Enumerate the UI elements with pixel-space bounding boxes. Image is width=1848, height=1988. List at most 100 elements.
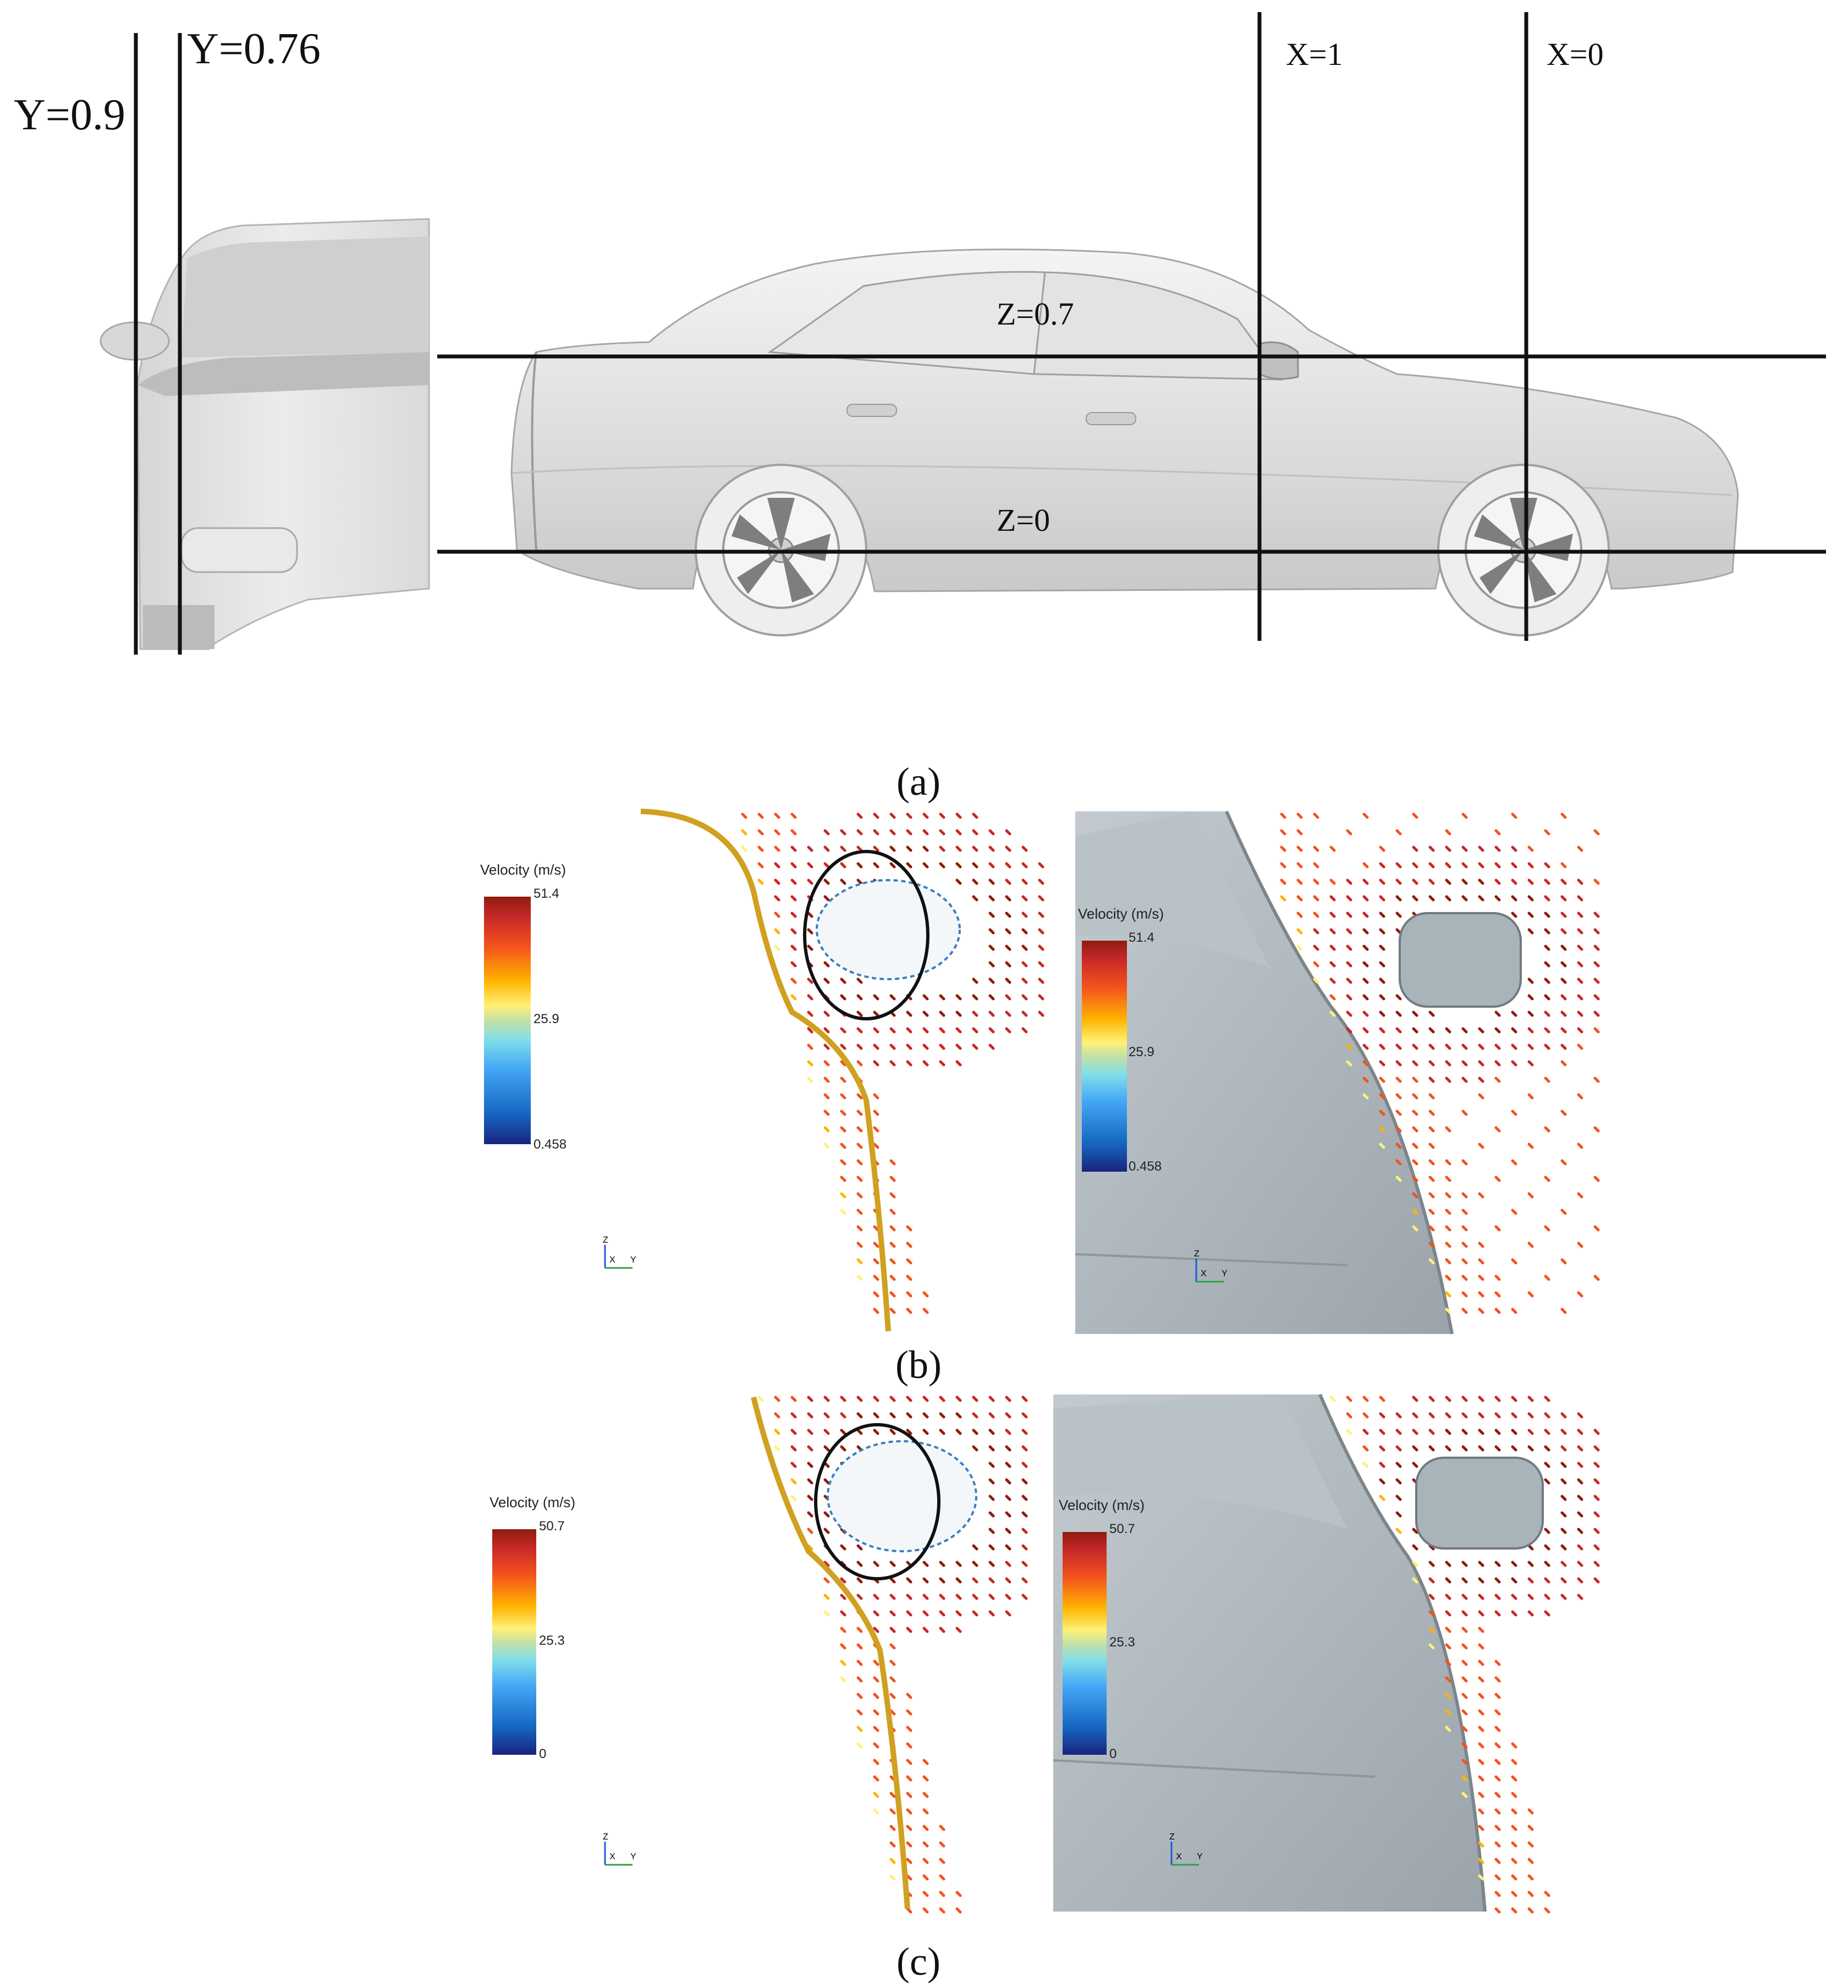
- velocity-vector: [922, 1825, 929, 1831]
- velocity-vector: [972, 1445, 978, 1452]
- velocity-vector: [1577, 845, 1583, 852]
- car-3d-view-c-right: [1053, 1393, 1598, 1912]
- color-legend-b-right: Velocity (m/s) 51.4 25.9 0.458: [1078, 905, 1164, 1174]
- velocity-vector: [1478, 1412, 1484, 1419]
- velocity-vector: [823, 977, 830, 984]
- velocity-vector: [1428, 1577, 1435, 1584]
- velocity-vector: [1005, 1445, 1011, 1452]
- velocity-vector: [1346, 1429, 1352, 1435]
- velocity-vector: [1527, 845, 1534, 852]
- velocity-vector: [1445, 1192, 1451, 1199]
- velocity-vector: [823, 829, 830, 836]
- velocity-vector: [840, 845, 846, 852]
- velocity-vector: [922, 1792, 929, 1798]
- velocity-vector: [1511, 1742, 1517, 1749]
- velocity-vector: [1005, 994, 1011, 1001]
- velocity-vector: [906, 1577, 912, 1584]
- velocity-vector: [988, 1610, 995, 1617]
- velocity-vector: [1527, 1891, 1534, 1897]
- velocity-vector: [1412, 1429, 1418, 1435]
- velocity-vector: [1445, 1027, 1451, 1034]
- velocity-vector: [1577, 1594, 1583, 1600]
- velocity-vector: [972, 1594, 978, 1600]
- velocity-vector: [807, 1027, 813, 1034]
- velocity-vector: [1544, 1275, 1550, 1281]
- velocity-vector: [1593, 944, 1600, 951]
- velocity-vector: [1560, 878, 1567, 885]
- velocity-vector: [1593, 1027, 1600, 1034]
- velocity-vector: [1511, 1258, 1517, 1265]
- velocity-vector: [1445, 1726, 1451, 1732]
- velocity-vector: [1428, 1242, 1435, 1248]
- svg-text:Y: Y: [1197, 1852, 1203, 1861]
- velocity-vector: [906, 1775, 912, 1782]
- velocity-vector: [1577, 1291, 1583, 1298]
- velocity-vector: [1494, 1308, 1501, 1314]
- velocity-vector: [1412, 895, 1418, 902]
- velocity-vector: [790, 961, 797, 968]
- velocity-vector: [1527, 1841, 1534, 1848]
- velocity-vector: [840, 878, 846, 885]
- velocity-vector: [1478, 1396, 1484, 1402]
- velocity-vector: [939, 862, 945, 869]
- velocity-vector: [1478, 1027, 1484, 1034]
- velocity-vector: [1577, 1495, 1583, 1501]
- velocity-vector: [889, 1192, 896, 1199]
- velocity-vector: [988, 1412, 995, 1419]
- velocity-vector: [1511, 1759, 1517, 1765]
- velocity-vector: [889, 1060, 896, 1067]
- velocity-vector: [1412, 1577, 1418, 1584]
- velocity-vector: [889, 1825, 896, 1831]
- velocity-vector: [1379, 961, 1385, 968]
- velocity-vector: [922, 1858, 929, 1864]
- velocity-vector: [856, 994, 863, 1001]
- velocity-vector: [1362, 977, 1369, 984]
- velocity-vector: [1577, 944, 1583, 951]
- velocity-vector: [1478, 1693, 1484, 1699]
- velocity-vector: [1346, 1027, 1352, 1034]
- velocity-vector: [1478, 1577, 1484, 1584]
- velocity-vector: [906, 1874, 912, 1881]
- velocity-vector: [1560, 911, 1567, 918]
- velocity-vector: [939, 1577, 945, 1584]
- velocity-vector: [1395, 1478, 1402, 1485]
- velocity-vector: [1445, 1660, 1451, 1666]
- velocity-vector: [906, 1291, 912, 1298]
- velocity-vector: [807, 1495, 813, 1501]
- velocity-vector: [1593, 928, 1600, 935]
- velocity-vector: [1527, 1396, 1534, 1402]
- velocity-vector: [1379, 1445, 1385, 1452]
- velocity-vector: [1313, 845, 1319, 852]
- velocity-vector: [856, 878, 863, 885]
- velocity-vector: [988, 1511, 995, 1518]
- velocity-vector: [1362, 862, 1369, 869]
- velocity-vector: [1461, 1110, 1468, 1116]
- velocity-vector: [922, 1027, 929, 1034]
- velocity-vector: [988, 1495, 995, 1501]
- velocity-vector: [1379, 928, 1385, 935]
- velocity-vector: [1527, 1594, 1534, 1600]
- velocity-vector: [1527, 1561, 1534, 1567]
- velocity-vector: [1362, 1027, 1369, 1034]
- velocity-vector: [790, 812, 797, 819]
- velocity-vector: [955, 1594, 962, 1600]
- velocity-vector: [889, 1429, 896, 1435]
- velocity-vector: [873, 1044, 879, 1050]
- velocity-vector: [1494, 1891, 1501, 1897]
- velocity-vector: [1005, 829, 1011, 836]
- velocity-vector: [906, 1594, 912, 1600]
- velocity-vector: [1577, 1044, 1583, 1050]
- velocity-vector: [1511, 1858, 1517, 1864]
- velocity-vector: [856, 1159, 863, 1166]
- legend-mid: 25.3: [1109, 1635, 1135, 1650]
- mirror-wake-b: [816, 879, 961, 980]
- velocity-vector: [1445, 1643, 1451, 1650]
- velocity-vector: [1593, 1077, 1600, 1083]
- velocity-vector: [856, 1110, 863, 1116]
- velocity-vector: [823, 845, 830, 852]
- velocity-vector: [1313, 944, 1319, 951]
- velocity-vector: [856, 1412, 863, 1419]
- velocity-vector: [1461, 845, 1468, 852]
- velocity-vector: [1379, 878, 1385, 885]
- velocity-vector: [1395, 1511, 1402, 1518]
